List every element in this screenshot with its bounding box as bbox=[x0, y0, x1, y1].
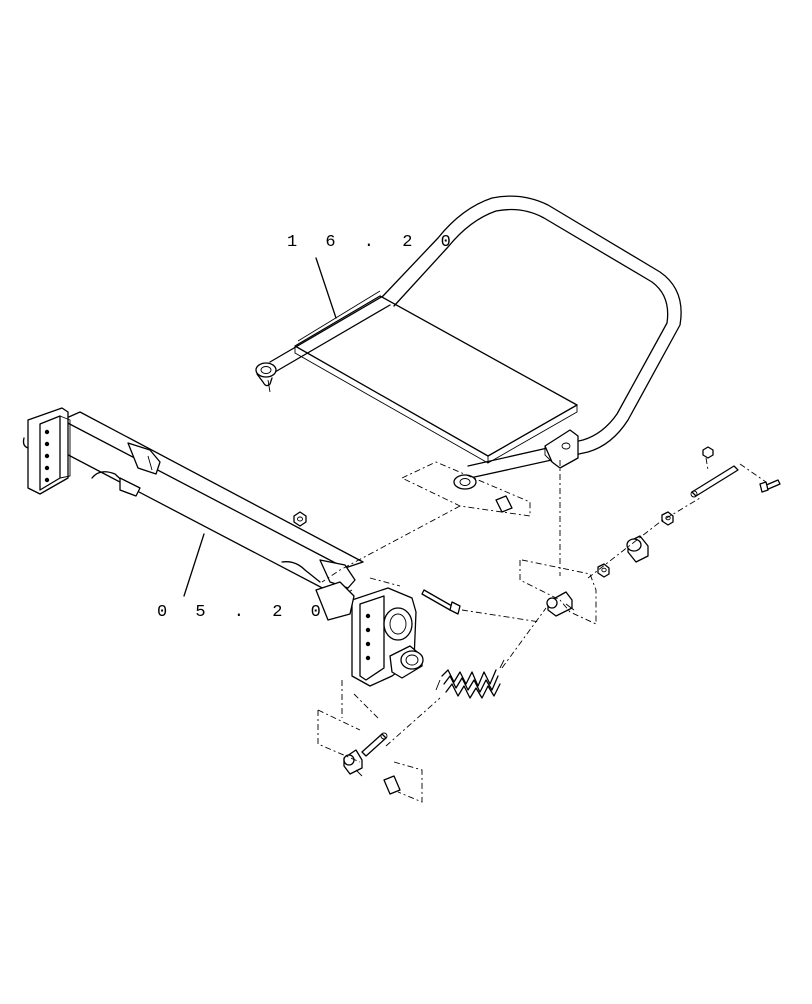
callout-leader-seat bbox=[315, 257, 337, 319]
nut bbox=[702, 446, 714, 459]
callout-axle-frame: 0 5 . 2 0 bbox=[157, 603, 330, 622]
callout-seat-frame: 1 6 . 2 0 bbox=[287, 233, 460, 252]
bolt bbox=[361, 732, 388, 757]
spacer bbox=[343, 749, 363, 777]
left-hub bbox=[22, 407, 71, 495]
assembly-lines bbox=[317, 457, 767, 803]
spacer bbox=[546, 591, 575, 617]
bolt bbox=[759, 479, 781, 493]
nut bbox=[661, 511, 674, 526]
bolt bbox=[421, 589, 461, 615]
roll-pin bbox=[495, 495, 513, 513]
nut bbox=[597, 563, 610, 578]
nut bbox=[293, 511, 307, 527]
seat-frame bbox=[255, 195, 682, 490]
roller bbox=[626, 535, 649, 563]
pivot-pin bbox=[690, 465, 739, 498]
callout-leader-axle bbox=[183, 533, 205, 597]
right-hub bbox=[315, 581, 424, 687]
spring bbox=[435, 659, 505, 699]
axle-tube bbox=[54, 411, 364, 595]
roll-pin bbox=[383, 775, 401, 795]
